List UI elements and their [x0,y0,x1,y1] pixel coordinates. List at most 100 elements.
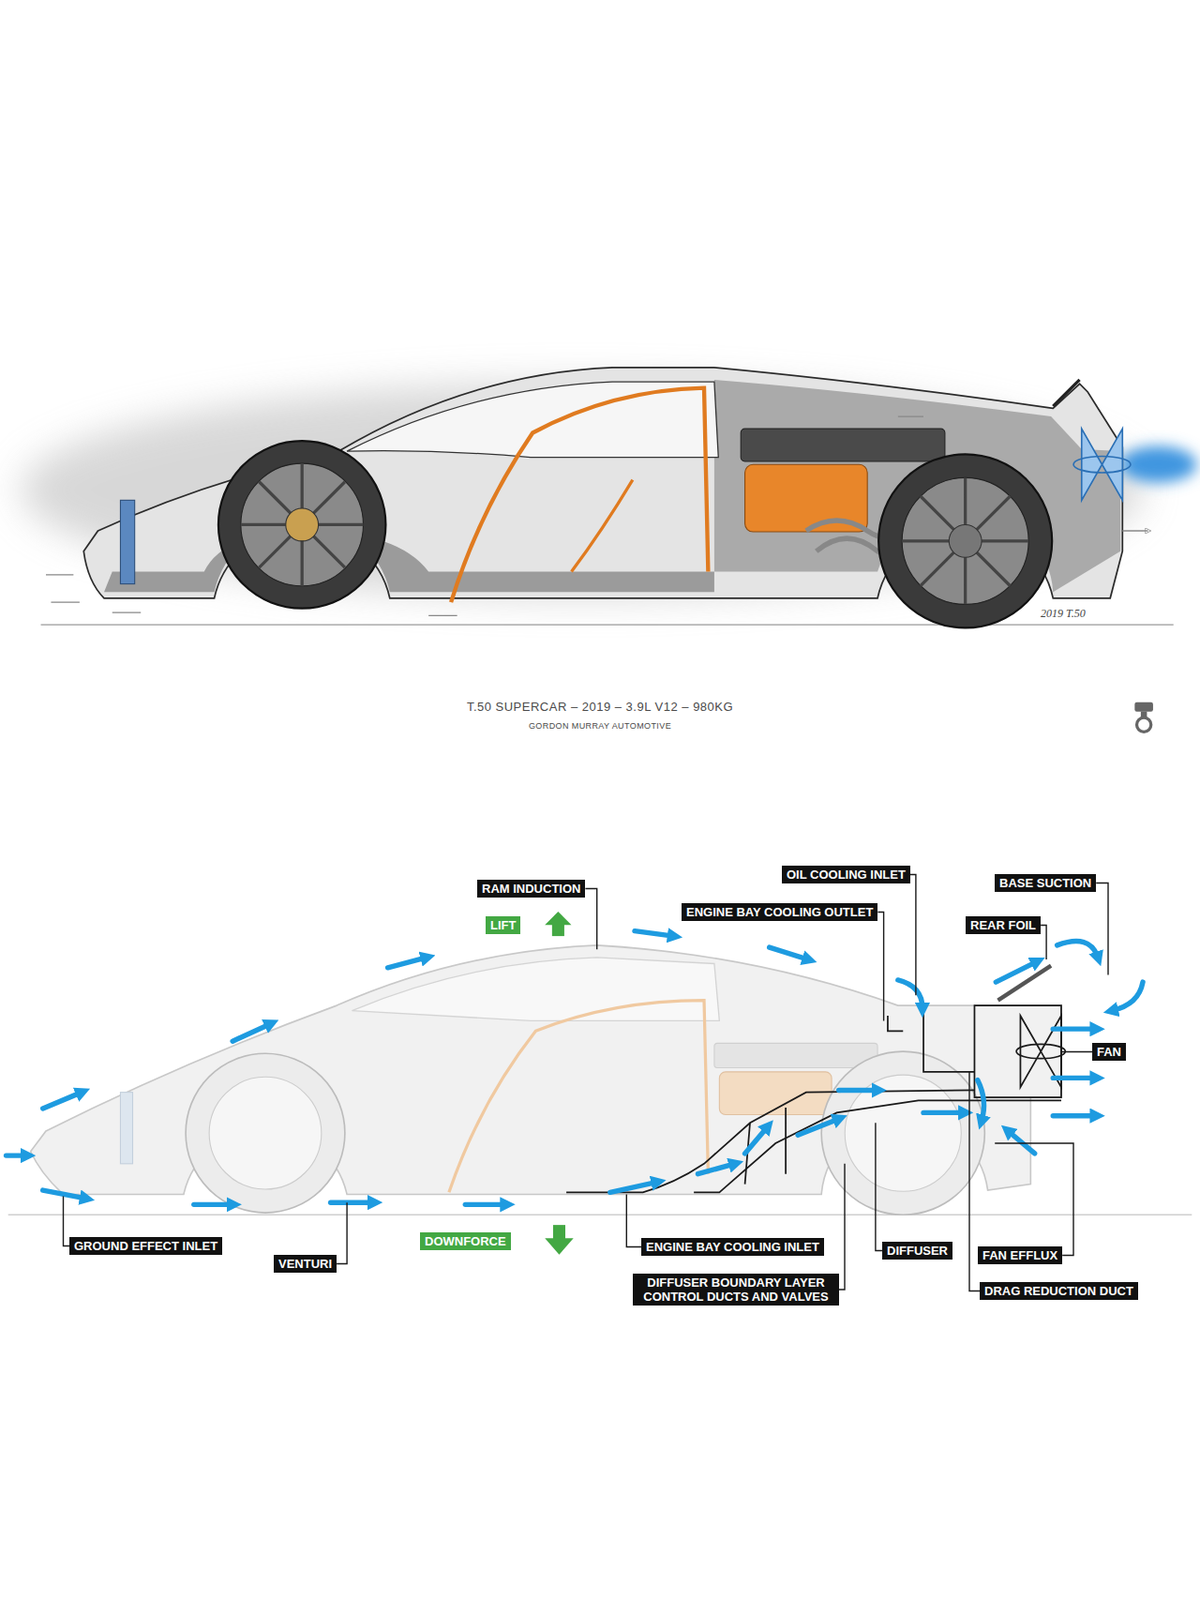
airflow-arrow [43,1189,87,1199]
brand-logo [1134,702,1154,712]
leader-line [336,1201,347,1263]
duct-outline [923,1005,975,1072]
duct-outline [566,1089,975,1192]
sketch-car [45,416,1149,615]
sketch-car [901,477,1029,604]
aero-car [185,1052,345,1213]
airflow-arrow [43,1092,82,1109]
aero-car [714,1042,878,1067]
force-arrow [552,923,565,936]
aero-car [209,1076,322,1189]
airflow-arrow [634,930,674,936]
sketch-car [1052,379,1080,406]
callout-text: DRAG REDUCTION DUCT [984,1283,1134,1298]
callout-text: RAM INDUCTION [481,881,581,896]
callout-box: ENGINE BAY COOLING INLET [641,1237,825,1256]
aero-car [8,945,1193,1215]
sketch-car [120,499,135,584]
airflow-arrow [6,930,1144,1205]
airflow-arrow [745,1126,768,1154]
airflow-arrow [1052,1075,1096,1080]
callout-box: OIL COOLING INLET [781,865,911,884]
sketch-car [948,524,982,557]
sketch-car [20,367,1198,629]
airflow-arrow [769,946,809,960]
callout-box: DIFFUSER BOUNDARY LAYER CONTROL DUCTS AN… [632,1273,840,1305]
callout-text: FAN EFFLUX [982,1247,1058,1262]
callout-box: ENGINE BAY COOLING OUTLET [681,902,878,921]
airflow-arrow [232,1023,270,1042]
callout-box: FAN [1092,1042,1126,1061]
duct-outline [1016,1043,1065,1058]
callout-text: FAN [1096,1044,1122,1059]
callout-text: GROUND EFFECT INLET [74,1238,218,1253]
brand-logo [1137,717,1152,732]
duct-outline [693,1099,1062,1192]
force-label: DOWNFORCE [420,1231,511,1250]
brand-logo [1134,702,1154,733]
callout-box: DRAG REDUCTION DUCT [979,1281,1139,1300]
leader-line [1040,925,1047,960]
leader-line [585,888,597,950]
sketch-car [878,453,1052,628]
sketch-car [1073,456,1131,473]
sketch-car [450,388,708,603]
aero-car [449,1000,708,1193]
sketch-car [1081,428,1124,500]
duct-outline [745,1107,787,1185]
sketch-car [240,463,364,586]
force-arrow [544,911,573,1255]
callout-box: GROUND EFFECT INLET [69,1236,223,1255]
sketch-car [41,623,1174,625]
airflow-arrow [977,1080,985,1122]
leader-line [994,1142,1074,1256]
sketch-car [901,477,1029,604]
airflow-arrow [1052,1025,1096,1031]
sketch-car [218,440,387,609]
airflow-arrow [1052,1112,1096,1118]
airflow-arrow [1111,981,1143,1010]
callout-box: VENTURI [273,1254,337,1273]
diagram-caption: GORDON MURRAY AUTOMOTIVE [0,720,1200,731]
callout-box: DIFFUSER [882,1241,953,1260]
airflow-arrow [995,960,1037,982]
leader-line [1095,883,1109,975]
callout-box: REAR FOIL [965,915,1041,934]
leader-line [626,1194,642,1247]
callout-text: ENGINE BAY COOLING OUTLET [686,904,873,919]
diagram-title: T.50 SUPERCAR – 2019 – 3.9L V12 – 980KG [0,699,1200,714]
sketch-car [571,480,633,572]
aero-car [821,1050,985,1215]
sketch-car [285,508,319,541]
leader-line [1061,1050,1093,1052]
airflow-arrow [330,1199,375,1204]
callout-box: FAN EFFLUX [977,1245,1063,1264]
duct-outline [887,1015,903,1031]
callout-text: VENTURI [278,1256,332,1271]
airflow-arrow [610,1181,658,1192]
airflow-arrow [1007,1130,1035,1154]
sketch-car [240,463,364,586]
airflow-arrow [839,1087,878,1093]
callout-text: LIFT [490,917,516,932]
sketch-car [346,381,719,458]
leader-line [877,912,884,1021]
airflow-arrow [797,1118,840,1135]
callout-text: DIFFUSER BOUNDARY LAYER CONTROL DUCTS AN… [637,1275,835,1304]
signature-text: 2019 T.50 [1040,606,1086,620]
leader-line [910,874,916,996]
force-label: LIFT [485,915,521,934]
sketch-car [740,428,945,462]
airflow-arrow [898,979,923,1008]
leader-line [839,1163,845,1290]
force-arrow [553,1224,566,1239]
callout-text: BASE SUCTION [999,875,1092,890]
duct-outline [566,965,1065,1193]
callout-text: ENGINE BAY COOLING INLET [645,1239,820,1254]
airflow-arrow [1057,941,1099,958]
callout-box: BASE SUCTION [994,873,1096,892]
callout-box: RAM INDUCTION [477,879,585,898]
airflow-arrow [6,1152,28,1157]
